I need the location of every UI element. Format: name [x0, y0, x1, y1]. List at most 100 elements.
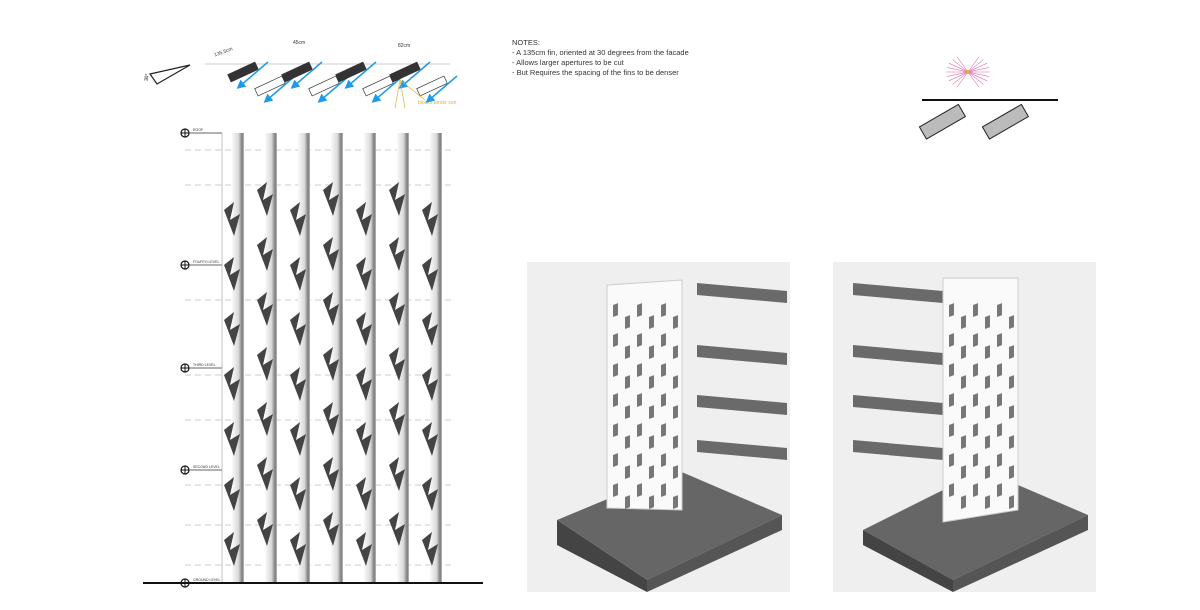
- aperture: [985, 375, 990, 389]
- fin-column: [430, 133, 442, 583]
- floor-slab: [853, 345, 943, 365]
- aperture-cut: [224, 532, 240, 566]
- aperture: [613, 483, 618, 498]
- aperture: [1009, 405, 1014, 419]
- aperture-cut: [257, 457, 273, 491]
- aperture: [949, 393, 954, 407]
- floor-slab: [697, 395, 787, 415]
- aperture: [961, 315, 966, 329]
- level-label: SECOND LEVEL: [193, 465, 220, 469]
- fin-section: [918, 103, 967, 140]
- aperture: [973, 333, 978, 347]
- fin-column: [265, 133, 277, 583]
- fin-section: [981, 103, 1030, 140]
- fin-plan: [335, 61, 367, 83]
- aperture-cut: [224, 367, 240, 401]
- aperture: [985, 315, 990, 329]
- aperture-cut: [290, 367, 306, 401]
- fin-column: [397, 133, 409, 583]
- sun-arrow: [236, 61, 269, 89]
- fin-plan: [362, 75, 394, 97]
- aperture: [1009, 435, 1014, 449]
- aperture-cut: [389, 347, 405, 381]
- aperture: [961, 405, 966, 419]
- aperture: [649, 345, 654, 359]
- angle-triangle: [148, 64, 191, 85]
- aperture: [985, 405, 990, 419]
- aperture: [637, 333, 642, 347]
- aperture: [613, 423, 618, 437]
- aperture: [649, 375, 654, 389]
- fin-column: [364, 133, 376, 583]
- aperture-cut: [323, 182, 339, 216]
- aperture: [973, 303, 978, 317]
- angle-label: 30°: [144, 73, 151, 81]
- aperture-cut: [422, 257, 438, 291]
- aperture-cut: [224, 477, 240, 511]
- note-line: - A 135cm fin, oriented at 30 degrees fr…: [512, 48, 689, 57]
- fin-screen: [606, 279, 683, 511]
- aperture: [637, 483, 642, 497]
- aperture: [637, 453, 642, 467]
- aperture: [961, 465, 966, 479]
- aperture: [661, 333, 666, 347]
- aperture-cut: [356, 367, 372, 401]
- fin-plan: [416, 75, 448, 97]
- aperture: [625, 345, 630, 359]
- aperture: [949, 363, 954, 377]
- aperture: [649, 315, 654, 329]
- aperture: [673, 405, 678, 419]
- aperture: [985, 495, 990, 509]
- fin-column: [298, 133, 310, 583]
- aperture: [661, 303, 666, 317]
- fin-depth-label: 45cm: [293, 40, 305, 46]
- aperture-cut: [356, 422, 372, 456]
- aperture-cut: [323, 512, 339, 546]
- aperture-cut: [257, 347, 273, 381]
- aperture: [949, 423, 954, 437]
- aperture: [673, 495, 678, 509]
- aperture-cut: [323, 292, 339, 326]
- aperture: [649, 405, 654, 419]
- base-slab-side: [647, 515, 782, 592]
- fin-column: [232, 133, 244, 583]
- base-slab-side: [953, 515, 1088, 592]
- aperture-cut: [356, 312, 372, 346]
- aperture: [1009, 315, 1014, 329]
- floor-slab: [697, 345, 787, 365]
- aperture-cut: [389, 457, 405, 491]
- render-view-front: [527, 262, 790, 592]
- notes-heading: NOTES:: [512, 38, 540, 47]
- aperture: [985, 435, 990, 449]
- aperture-cut: [224, 312, 240, 346]
- floor-slab: [853, 395, 943, 415]
- sun-arrow: [290, 61, 323, 89]
- sun-ray: [394, 79, 401, 109]
- floor-slab: [853, 440, 943, 460]
- sun-arrow: [344, 61, 377, 89]
- aperture: [997, 363, 1002, 377]
- aperture: [997, 483, 1002, 497]
- fin-length-label: 135.5cm: [214, 46, 234, 58]
- aperture: [973, 393, 978, 407]
- fin-plan: [254, 75, 286, 97]
- aperture: [1009, 375, 1014, 389]
- aperture-cut: [356, 532, 372, 566]
- aperture: [613, 393, 618, 407]
- sun-arrow: [425, 75, 458, 103]
- fin-plan: [281, 61, 313, 83]
- aperture-cut: [422, 477, 438, 511]
- sun-arrow: [317, 75, 350, 103]
- level-label: ROOF: [193, 128, 203, 132]
- base-slab-side: [557, 520, 647, 592]
- aperture: [973, 453, 978, 467]
- fin-angle-diagram: [918, 56, 1058, 140]
- aperture: [1009, 465, 1014, 479]
- floor-slab: [697, 283, 787, 303]
- base-slab-side: [863, 530, 953, 592]
- aperture-cut: [356, 477, 372, 511]
- aperture: [625, 315, 630, 329]
- fin-plan: [389, 61, 421, 83]
- aperture: [997, 333, 1002, 347]
